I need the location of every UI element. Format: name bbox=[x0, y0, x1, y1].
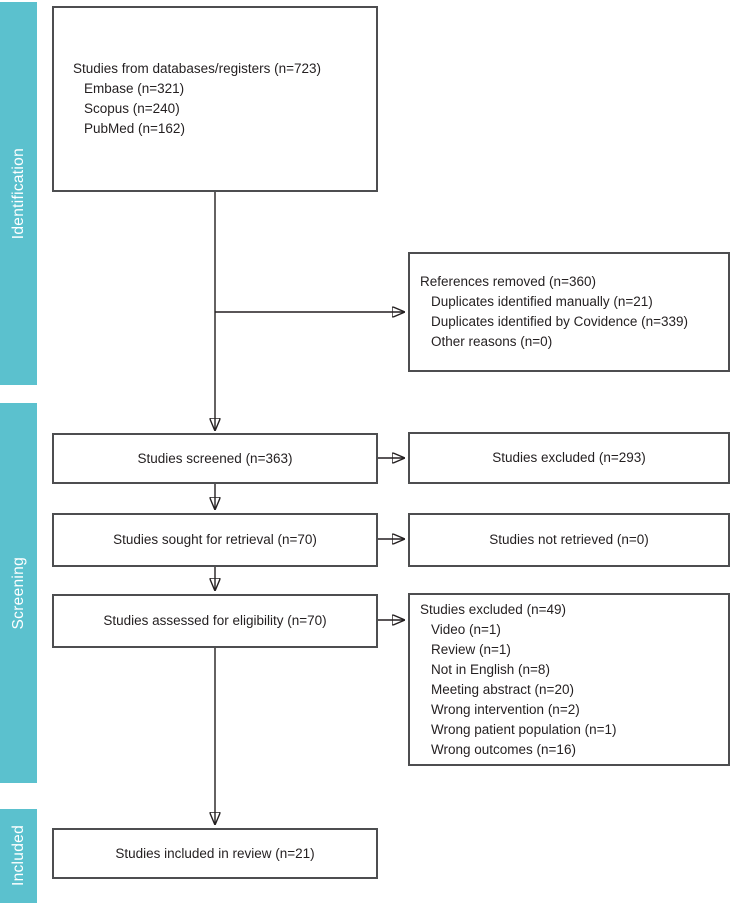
stage-label-included: Included bbox=[9, 825, 27, 887]
box-databases-item: PubMed (n=162) bbox=[84, 121, 185, 136]
box-sought-retrieval-title: Studies sought for retrieval (n=70) bbox=[113, 532, 317, 547]
box-databases-title: Studies from databases/registers (n=723) bbox=[73, 61, 322, 76]
box-excluded-eligibility-item: Not in English (n=8) bbox=[431, 661, 550, 677]
box-included-review-title: Studies included in review (n=21) bbox=[115, 845, 315, 861]
box-references-removed-item: Duplicates identified manually (n=21) bbox=[431, 294, 653, 309]
box-references-removed-title: References removed (n=360) bbox=[420, 274, 596, 289]
box-excluded-eligibility-title: Studies excluded (n=49) bbox=[420, 601, 566, 617]
stage-band-included: Included bbox=[0, 809, 37, 903]
box-excluded-eligibility-item: Video (n=1) bbox=[431, 621, 501, 637]
box-databases-item: Scopus (n=240) bbox=[84, 101, 180, 116]
box-excluded-eligibility-item: Wrong patient population (n=1) bbox=[431, 721, 617, 737]
box-references-removed-item: Duplicates identified by Covidence (n=33… bbox=[431, 314, 689, 329]
stage-band-identification: Identification bbox=[0, 2, 37, 385]
box-included-review: Studies included in review (n=21) bbox=[52, 828, 378, 879]
box-assessed-eligibility: Studies assessed for eligibility (n=70) bbox=[52, 594, 378, 648]
box-screened-title: Studies screened (n=363) bbox=[137, 450, 293, 466]
box-not-retrieved: Studies not retrieved (n=0) bbox=[408, 513, 730, 567]
stage-label-screening: Screening bbox=[9, 556, 27, 630]
box-not-retrieved-title: Studies not retrieved (n=0) bbox=[489, 532, 649, 547]
box-screened: Studies screened (n=363) bbox=[52, 433, 378, 484]
stage-label-identification: Identification bbox=[9, 147, 27, 240]
box-excluded-eligibility-item: Wrong outcomes (n=16) bbox=[431, 741, 576, 757]
box-excluded-eligibility-item: Review (n=1) bbox=[431, 641, 511, 657]
box-excluded-eligibility: Studies excluded (n=49) Video (n=1) Revi… bbox=[408, 593, 730, 766]
box-sought-retrieval: Studies sought for retrieval (n=70) bbox=[52, 513, 378, 567]
box-excluded-screening: Studies excluded (n=293) bbox=[408, 432, 730, 484]
box-assessed-eligibility-title: Studies assessed for eligibility (n=70) bbox=[103, 613, 327, 628]
box-databases-item: Embase (n=321) bbox=[84, 81, 185, 96]
box-excluded-eligibility-item: Wrong intervention (n=2) bbox=[431, 701, 580, 717]
stage-band-screening: Screening bbox=[0, 403, 37, 783]
box-references-removed: References removed (n=360) Duplicates id… bbox=[408, 252, 730, 372]
box-databases: Studies from databases/registers (n=723)… bbox=[52, 6, 378, 192]
box-excluded-eligibility-item: Meeting abstract (n=20) bbox=[431, 681, 574, 697]
box-excluded-screening-title: Studies excluded (n=293) bbox=[492, 450, 646, 465]
box-references-removed-item: Other reasons (n=0) bbox=[431, 334, 553, 349]
